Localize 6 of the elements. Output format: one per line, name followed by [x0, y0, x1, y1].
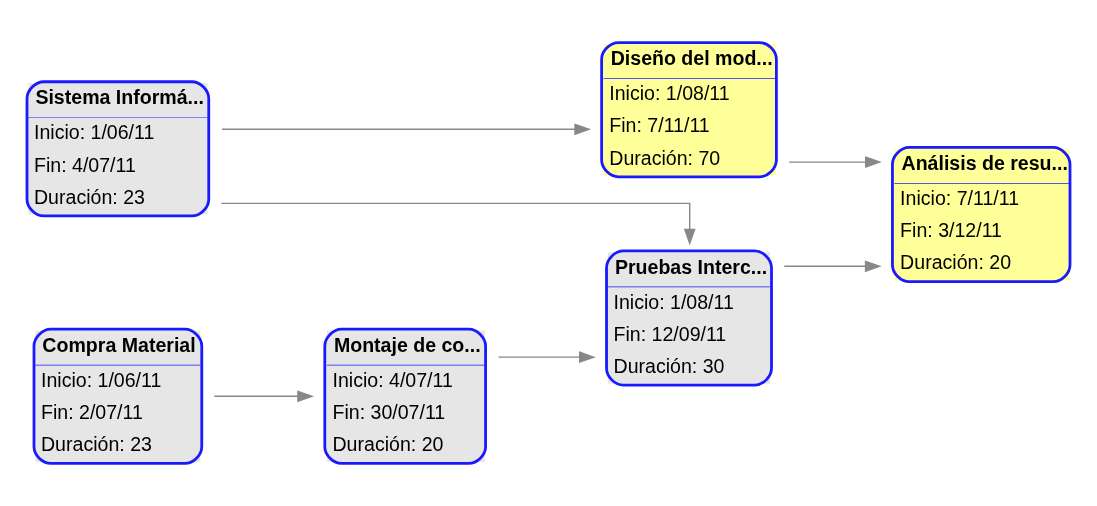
arrow — [213, 390, 314, 403]
arrow — [788, 156, 882, 168]
arrow — [221, 123, 592, 136]
arrow — [497, 351, 596, 364]
arrow — [220, 202, 696, 246]
arrow — [783, 260, 882, 273]
